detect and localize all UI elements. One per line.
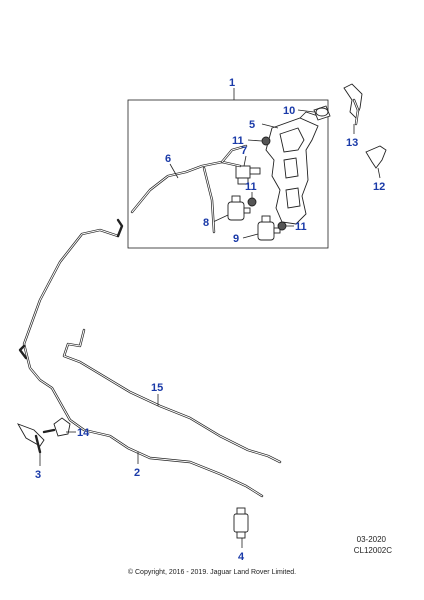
callout-11-top: 11 (232, 135, 244, 147)
leader-9 (242, 233, 259, 239)
grommet-lower (277, 221, 287, 231)
washer-pump-front (227, 195, 251, 221)
level-sensor (235, 165, 261, 185)
leader-6 (169, 163, 179, 179)
callout-15: 15 (151, 382, 163, 394)
callout-13: 13 (346, 137, 358, 149)
reservoir-hose (130, 144, 248, 234)
callout-1: 1 (229, 77, 235, 89)
callout-2: 2 (134, 467, 140, 479)
washer-pump-rear (257, 215, 281, 241)
callout-9: 9 (233, 233, 239, 245)
leader-7 (243, 155, 247, 167)
reference-code: CL12002C (353, 546, 392, 555)
leader-11a (247, 139, 263, 142)
leader-10 (297, 109, 315, 113)
headlamp-jet-4 (233, 507, 249, 539)
copyright-notice: © Copyright, 2016 - 2019. Jaguar Land Ro… (127, 569, 297, 576)
washer-jet-3 (16, 423, 45, 454)
callout-10: 10 (283, 105, 295, 117)
callout-5: 5 (249, 119, 255, 131)
washer-reservoir (265, 111, 319, 225)
callout-8: 8 (203, 217, 209, 229)
callout-7: 7 (241, 145, 247, 157)
callout-4: 4 (238, 551, 245, 563)
bracket-13 (343, 83, 363, 126)
leader-8 (212, 214, 229, 223)
elbow-12 (365, 145, 387, 169)
secondary-hose (62, 328, 282, 464)
grommet-middle (247, 197, 257, 207)
callout-12: 12 (373, 181, 385, 193)
grommet-top (261, 136, 271, 146)
callout-6: 6 (165, 153, 171, 165)
callout-11-middle: 11 (245, 181, 257, 193)
leader-5 (261, 123, 279, 129)
main-hose (18, 218, 264, 498)
callout-11-lower: 11 (295, 221, 307, 233)
jet-connector-14 (42, 417, 71, 437)
filler-cap (313, 105, 331, 121)
assembly-frame (127, 99, 329, 249)
callout-14: 14 (77, 427, 90, 439)
callout-3: 3 (35, 469, 41, 481)
date-code: 03-2020 (356, 535, 386, 544)
leader-12 (377, 167, 381, 179)
